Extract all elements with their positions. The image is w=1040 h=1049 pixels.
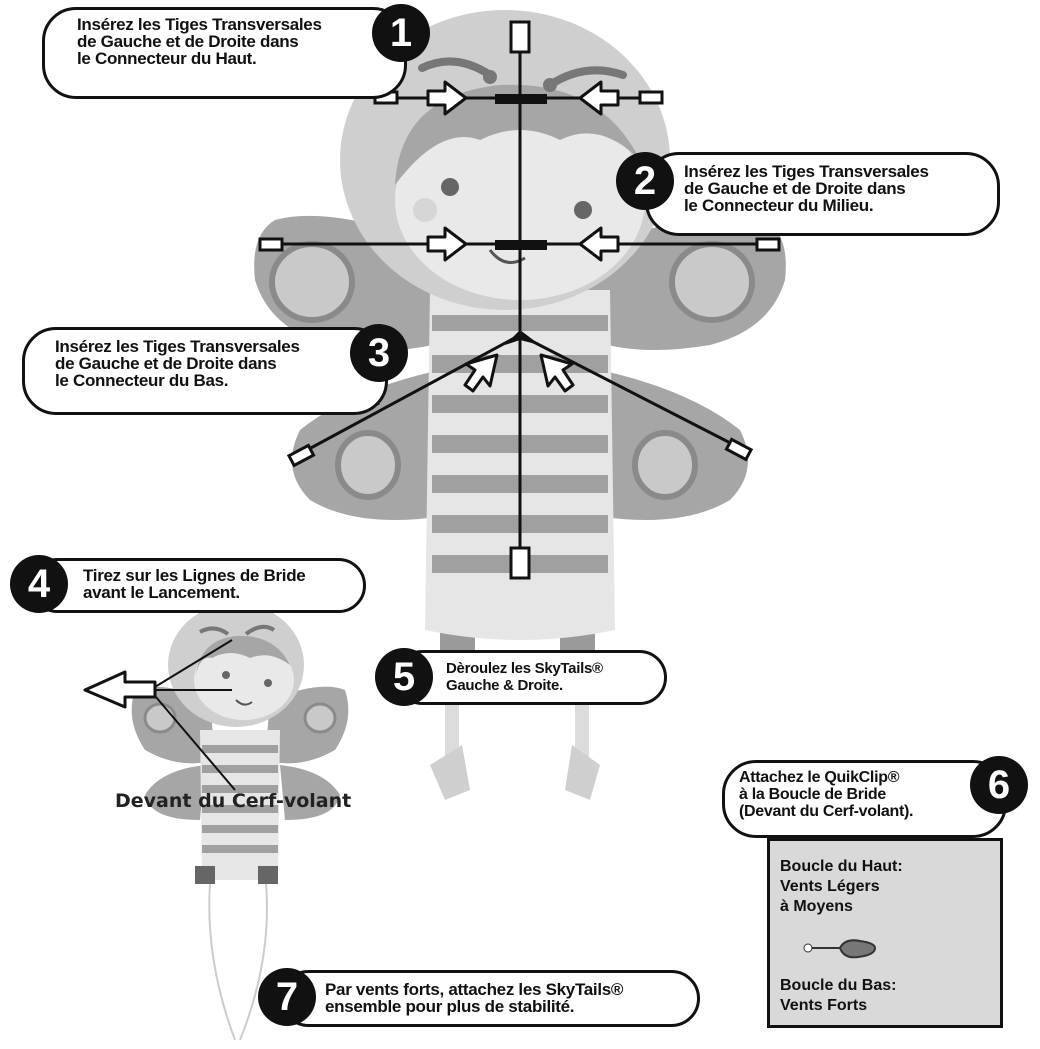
- hair: [395, 84, 640, 185]
- small-shoe: [195, 866, 215, 884]
- arrow-right-icon: [426, 226, 468, 262]
- step-7-callout: Par vents forts, attachez les SkyTails® …: [280, 970, 700, 1027]
- step-7-line-1: Par vents forts, attachez les SkyTails®: [325, 980, 624, 999]
- low-left-cap: [286, 443, 316, 468]
- small-antenna: [244, 624, 276, 636]
- step-6-callout: Attachez le QuikClip® à la Boucle de Bri…: [722, 760, 1007, 838]
- insert-arrows: [426, 80, 620, 393]
- step-1-line-1: Insérez les Tiges Transversales: [77, 15, 322, 34]
- step-3-line-2: de Gauche et de Droite dans: [55, 354, 277, 373]
- right-antenna-tip: [543, 78, 557, 92]
- tail-line: [208, 883, 236, 1041]
- left-foot: [430, 745, 470, 800]
- arrow-left-icon: [578, 226, 620, 262]
- step-3-callout: Insérez les Tiges Transversales de Gauch…: [22, 327, 388, 415]
- step-4-callout: Tirez sur les Lignes de Bride avant le L…: [30, 558, 366, 613]
- step-1-line-2: de Gauche et de Droite dans: [77, 32, 299, 51]
- small-lower-right-wing: [280, 765, 340, 820]
- small-mouth: [235, 699, 253, 706]
- tail-line: [239, 883, 268, 1041]
- wing-spot: [669, 241, 755, 323]
- step-6-line-3: (Devant du Cerf-volant).: [739, 803, 914, 820]
- wing-spot: [143, 702, 177, 734]
- low-right-cap: [724, 437, 754, 462]
- left-antenna: [418, 57, 494, 79]
- arrow-left-icon: [578, 80, 620, 116]
- step-6-line-2: à la Boucle de Bride: [739, 786, 886, 803]
- small-hair: [196, 635, 290, 675]
- small-shoe: [258, 866, 278, 884]
- small-eye: [264, 679, 272, 687]
- mid-left-cap: [258, 237, 284, 252]
- step-3-line-3: le Connecteur du Bas.: [55, 371, 229, 390]
- small-face: [194, 640, 294, 720]
- spine-top-cap: [509, 20, 531, 54]
- step-2-line-2: de Gauche et de Droite dans: [684, 179, 906, 198]
- step-2-line-1: Insérez les Tiges Transversales: [684, 162, 929, 181]
- mid-right-cap: [755, 237, 781, 252]
- left-eye: [441, 178, 459, 196]
- front-of-kite-label: Devant du Cerf-volant: [115, 790, 352, 812]
- step-4-badge: 4: [10, 555, 68, 613]
- step-2-line-3: le Connecteur du Milieu.: [684, 196, 874, 215]
- bottom-loop-label: Boucle du Bas: Vents Forts: [780, 977, 897, 1014]
- small-lower-left-wing: [145, 765, 205, 820]
- step-3-badge: 3: [350, 324, 408, 382]
- top-connector: [495, 94, 547, 104]
- wing-spot: [632, 430, 698, 500]
- step-3-line-1: Insérez les Tiges Transversales: [55, 337, 300, 356]
- spine-bottom-cap: [509, 546, 531, 580]
- bottom-connector: [505, 330, 540, 345]
- step-1-badge: 1: [372, 4, 430, 62]
- step-6-line-1: Attachez le QuikClip®: [739, 769, 900, 786]
- lower-right-spar: [519, 333, 745, 452]
- spar-end-caps: [258, 20, 781, 580]
- mouth: [488, 249, 526, 264]
- bridle-lines: [149, 639, 236, 791]
- step-5-badge: 5: [375, 648, 433, 706]
- right-antenna: [546, 66, 627, 89]
- arrow-diagonal-icon: [539, 353, 575, 393]
- step-7-badge: 7: [258, 968, 316, 1026]
- bridle-loop-panel: Boucle du Haut: Vents Légers à Moyens Bo…: [767, 838, 1003, 1028]
- small-antenna: [199, 626, 230, 636]
- left-antenna-tip: [483, 70, 497, 84]
- middle-connector: [495, 240, 547, 250]
- right-foot: [565, 745, 600, 800]
- wing-spot: [335, 430, 401, 500]
- step-5-callout: Dèroulez les SkyTails® Gauche & Droite.: [395, 650, 667, 705]
- step-6-badge: 6: [970, 756, 1028, 814]
- step-1-callout: Insérez les Tiges Transversales de Gauch…: [42, 7, 407, 99]
- step-5-line-2: Gauche & Droite.: [446, 677, 563, 694]
- connectors: [495, 94, 547, 345]
- step-1-line-3: le Connecteur du Haut.: [77, 49, 257, 68]
- wing-spot: [303, 702, 337, 734]
- top-right-cap: [638, 90, 664, 105]
- arrow-diagonal-icon: [463, 353, 499, 393]
- lower-left-spar: [295, 333, 521, 458]
- step-4-line-2: avant le Lancement.: [83, 583, 240, 602]
- wing-spot: [269, 241, 355, 323]
- quikclip-icon: [803, 939, 877, 959]
- small-body-stripes: [202, 745, 278, 853]
- step-4-line-1: Tirez sur les Lignes de Bride: [83, 566, 306, 585]
- step-7-line-2: ensemble pour plus de stabilité.: [325, 997, 575, 1016]
- pull-arrow-icon: [83, 670, 157, 709]
- left-cheek: [413, 198, 437, 222]
- right-eye: [574, 201, 592, 219]
- step-2-badge: 2: [616, 152, 674, 210]
- arrow-right-icon: [426, 80, 468, 116]
- small-eye: [222, 671, 230, 679]
- step-5-line-1: Dèroulez les SkyTails®: [446, 660, 603, 677]
- small-kite: [83, 603, 349, 1041]
- step-2-callout: Insérez les Tiges Transversales de Gauch…: [645, 152, 1000, 236]
- top-loop-label: Boucle du Haut: Vents Légers à Moyens: [780, 858, 903, 915]
